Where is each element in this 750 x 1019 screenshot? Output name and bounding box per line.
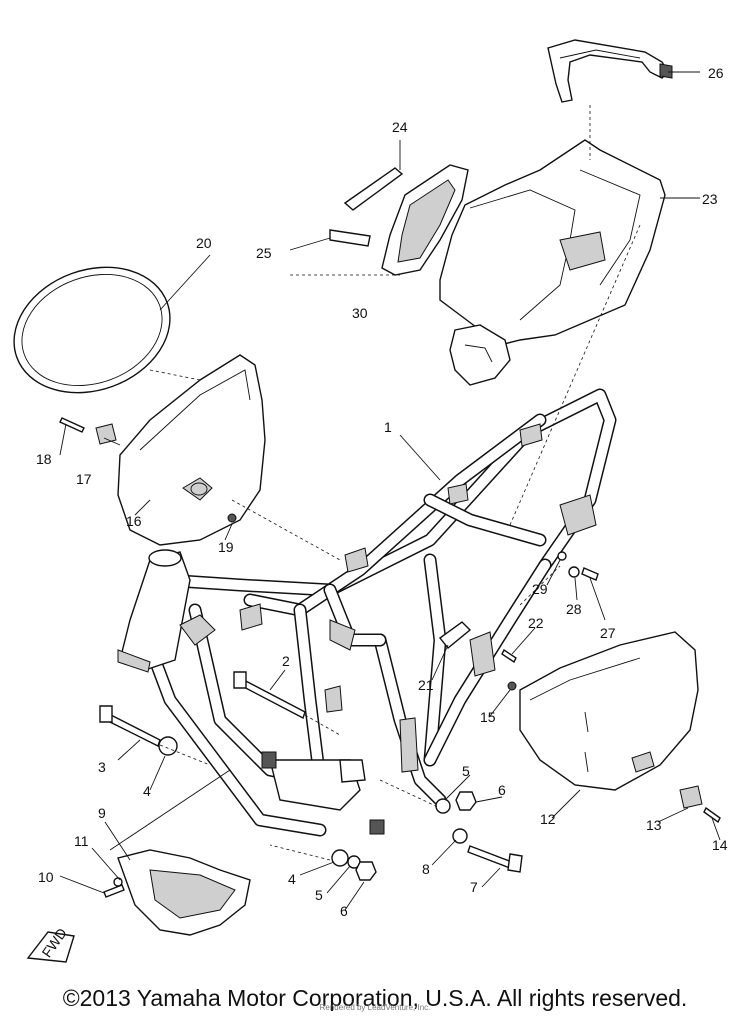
frame-parts-diagram: FWD 1 2 3 4 4 5 5 6 6 7 8 9 10 11 12 13 … (13, 39, 728, 963)
leader-lines (59, 71, 721, 911)
callout-10: 10 (38, 869, 54, 885)
callout-8: 8 (422, 861, 430, 877)
part-side-cover-right (519, 631, 699, 791)
rendered-by-watermark: Rendered by LeadVenture, Inc. (319, 1003, 431, 1012)
part-main-frame (117, 388, 617, 837)
callout-5b: 5 (315, 887, 323, 903)
callout-25: 25 (256, 245, 272, 261)
callout-12: 12 (540, 811, 556, 827)
callout-17: 17 (76, 471, 92, 487)
part-skid-plate (117, 849, 251, 936)
callout-24: 24 (392, 119, 408, 135)
callout-labels: 1 2 3 4 4 5 5 6 6 7 8 9 10 11 12 13 14 1… (36, 65, 728, 919)
part-grab-bar (547, 39, 673, 103)
callout-27: 27 (600, 625, 616, 641)
callout-20: 20 (196, 235, 212, 251)
part-air-filter-cover (117, 354, 266, 546)
part-air-filter-element (13, 266, 171, 394)
callout-6b: 6 (340, 903, 348, 919)
callout-13: 13 (646, 817, 662, 833)
part-bracket-24 (343, 167, 404, 211)
callout-7: 7 (470, 879, 478, 895)
callout-1: 1 (384, 419, 392, 435)
callout-19: 19 (218, 539, 234, 555)
callout-30: 30 (352, 305, 368, 321)
callout-9: 9 (98, 805, 106, 821)
callout-11: 11 (74, 833, 89, 849)
callout-16: 16 (126, 513, 142, 529)
callout-29: 29 (532, 581, 548, 597)
callout-21: 21 (418, 677, 434, 693)
part-bracket-25 (329, 229, 371, 247)
part-side-panel-grille (381, 164, 469, 276)
callout-5a: 5 (462, 763, 470, 779)
callout-28: 28 (566, 601, 582, 617)
callout-15: 15 (480, 709, 496, 725)
copyright-notice: ©2013 Yamaha Motor Corporation, U.S.A. A… (62, 985, 688, 1011)
callout-3: 3 (98, 759, 106, 775)
callout-6a: 6 (498, 782, 506, 798)
hardware-fasteners (59, 417, 721, 898)
callout-22: 22 (528, 615, 544, 631)
fwd-direction-marker: FWD (26, 925, 75, 963)
callout-2: 2 (282, 653, 290, 669)
part-rear-fender (439, 139, 666, 386)
callout-4a: 4 (143, 783, 151, 799)
callout-23: 23 (702, 191, 718, 207)
callout-18: 18 (36, 451, 52, 467)
callout-14: 14 (712, 837, 728, 853)
callout-26: 26 (708, 65, 724, 81)
callout-4b: 4 (288, 871, 296, 887)
